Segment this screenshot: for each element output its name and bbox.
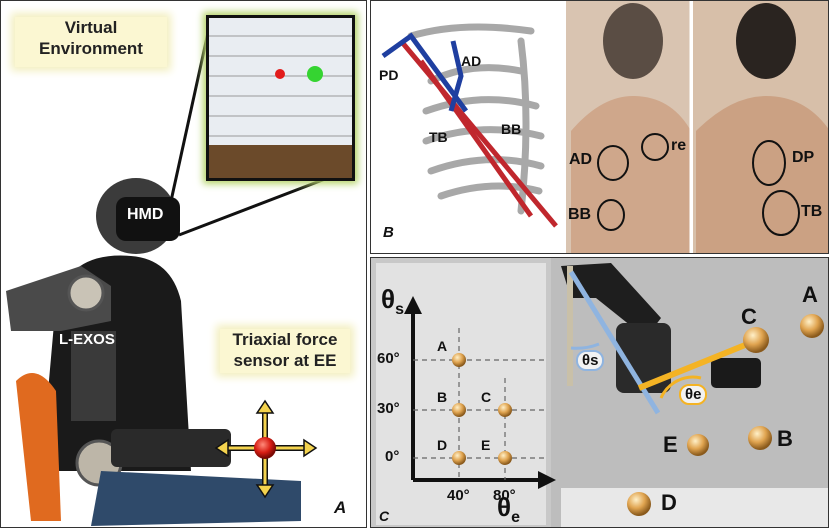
exos-forearm — [111, 429, 231, 467]
target-label-e: E — [663, 432, 678, 457]
grid-point-d — [452, 451, 466, 465]
front-re-marker — [641, 133, 669, 161]
shoulder-angle-arc — [570, 342, 600, 350]
panel-c-illustration — [371, 258, 828, 527]
y-tick-0: 0° — [385, 448, 400, 465]
back-tb-marker — [762, 190, 800, 236]
x-tick-80: 80° — [493, 487, 516, 504]
callout-line-bottom — [178, 169, 347, 237]
target-label-b: B — [777, 426, 793, 451]
exos-shoulder-joint — [67, 274, 105, 312]
grid-label-b: B — [437, 389, 448, 405]
back-label-dp: DP — [792, 149, 815, 166]
force-sensor-ball — [254, 437, 276, 459]
arrow-up-icon — [255, 399, 275, 414]
back-label-tb: TB — [801, 203, 823, 220]
target-label-a: A — [802, 282, 818, 307]
grid-point-b — [452, 403, 466, 417]
force-sensor-line1: Triaxial force — [232, 330, 338, 349]
virtual-red-target — [275, 69, 285, 79]
back-torso — [696, 96, 828, 253]
front-head — [603, 3, 663, 79]
force-sensor-label: Triaxial force sensor at EE — [220, 329, 350, 373]
x-axis-arrow-icon — [538, 471, 556, 489]
panel-a-letter: A — [334, 498, 347, 517]
front-bb-marker — [597, 199, 625, 231]
x-axis-title: θe — [497, 492, 520, 527]
x-axis-subscript: e — [511, 509, 520, 527]
y-axis-arrow-icon — [404, 296, 422, 314]
panel-a-illustration — [6, 18, 347, 526]
shoulder-angle-label: θs — [576, 350, 605, 371]
x-tick-40: 40° — [447, 487, 470, 504]
front-label-ad: AD — [569, 151, 593, 168]
elbow-angle-line — [637, 338, 757, 391]
grid-label-c: C — [481, 389, 492, 405]
grid-label-a: A — [437, 338, 448, 354]
virtual-green-cursor — [307, 66, 323, 82]
virtual-environment-line1: Virtual — [64, 18, 118, 37]
front-ad-marker — [597, 145, 629, 181]
grid-label-e: E — [481, 437, 491, 453]
y-axis-title: θs — [381, 284, 404, 319]
target-ball-b — [748, 426, 772, 450]
robot-upper-link — [561, 263, 661, 338]
model-label-ad: AD — [461, 53, 482, 69]
virtual-environment-line2: Environment — [39, 39, 143, 58]
hmd-headset — [116, 197, 180, 241]
target-ball-a — [800, 314, 824, 338]
ad-muscle-line — [448, 40, 464, 112]
shoulder-angle-line — [568, 270, 661, 415]
panel-c: θs θe 60° 30° 0° 40° 80° A B C D E A C B… — [370, 257, 829, 528]
callout-line-top — [169, 18, 213, 202]
back-dp-marker — [752, 140, 786, 186]
y-axis-symbol: θ — [381, 284, 396, 314]
target-label-c: C — [741, 304, 757, 329]
panel-c-letter: C — [379, 508, 390, 524]
elbow-angle-arc — [659, 375, 702, 399]
exos-label: L-EXOS — [59, 331, 115, 348]
x-axis-symbol: θ — [497, 492, 512, 522]
grid-point-a — [452, 353, 466, 367]
virtual-floor — [209, 145, 352, 178]
front-label-re: re — [671, 137, 687, 154]
target-label-d: D — [661, 490, 677, 515]
model-label-pd: PD — [379, 67, 399, 83]
model-label-bb: BB — [501, 121, 522, 137]
robot-joint-housing — [616, 323, 671, 393]
robot-end-effector — [711, 358, 761, 388]
back-head — [736, 3, 796, 79]
panel-b: PD AD TB BB AD re BB DP TB B — [370, 0, 829, 254]
panel-b-letter: B — [383, 224, 394, 241]
elbow-angle-label: θe — [679, 384, 708, 405]
panel-a: Virtual Environment Triaxial force senso… — [0, 0, 367, 528]
y-axis-subscript: s — [395, 301, 404, 319]
grid-label-d: D — [437, 437, 448, 453]
panel-b-illustration — [381, 1, 828, 253]
hmd-label: HMD — [127, 206, 164, 223]
force-sensor-line2: sensor at EE — [233, 351, 337, 370]
target-ball-e — [687, 434, 709, 456]
target-ball-c — [743, 327, 769, 353]
front-label-bb: BB — [568, 206, 592, 223]
grid-point-e — [498, 451, 512, 465]
y-tick-30: 30° — [377, 400, 400, 417]
virtual-environment-inset — [206, 15, 355, 181]
front-torso — [571, 96, 691, 253]
arrow-left-icon — [214, 438, 229, 458]
virtual-environment-label: Virtual Environment — [15, 17, 167, 67]
chair — [16, 373, 61, 521]
legs — [91, 471, 301, 526]
y-tick-60: 60° — [377, 350, 400, 367]
target-ball-d — [627, 492, 651, 516]
bb-muscle-line — [418, 59, 534, 218]
model-label-tb: TB — [429, 129, 448, 145]
arrow-right-icon — [303, 438, 318, 458]
grid-point-c — [498, 403, 512, 417]
pd-muscle-line — [381, 32, 469, 113]
arrow-down-icon — [255, 484, 275, 499]
exos-arm-link — [71, 331, 116, 421]
